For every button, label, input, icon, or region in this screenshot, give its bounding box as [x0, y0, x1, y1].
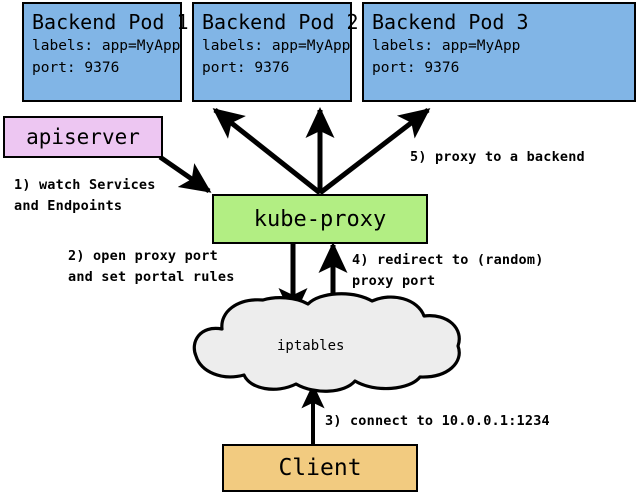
step-1-label: 1) watch Services and Endpoints — [14, 175, 156, 217]
step-4-line-2: proxy port — [352, 273, 436, 289]
step-2-label: 2) open proxy port and set portal rules — [68, 246, 235, 288]
pod-2-title: Backend Pod 2 — [202, 10, 359, 34]
apiserver-label: apiserver — [26, 125, 140, 149]
pod-3-labels: labels: app=MyApp — [372, 38, 521, 54]
pod-2-port: port: 9376 — [202, 60, 290, 76]
pod-1-labels: labels: app=MyApp — [32, 38, 181, 54]
step-3-label: 3) connect to 10.0.0.1:1234 — [325, 411, 550, 432]
iptables-label: iptables — [277, 338, 345, 354]
pod-1-title: Backend Pod 1 — [32, 10, 189, 34]
pod-2-labels: labels: app=MyApp — [202, 38, 351, 54]
step-2-line-1: 2) open proxy port — [68, 248, 218, 264]
backend-pod-3[interactable]: Backend Pod 3 labels: app=MyApp port: 93… — [362, 2, 636, 102]
step-5-line-1: 5) proxy to a backend — [410, 149, 585, 165]
pod-1-port: port: 9376 — [32, 60, 120, 76]
kube-proxy-node[interactable]: kube-proxy — [212, 194, 428, 244]
arrow-apiserver-to-kubeproxy — [158, 154, 212, 194]
step-5-label: 5) proxy to a backend — [410, 147, 585, 168]
backend-pod-2[interactable]: Backend Pod 2 labels: app=MyApp port: 93… — [192, 2, 359, 102]
kube-proxy-label: kube-proxy — [253, 206, 387, 232]
pod-3-port: port: 9376 — [372, 60, 460, 76]
step-1-line-2: and Endpoints — [14, 198, 123, 214]
client-node[interactable]: Client — [222, 444, 418, 492]
pod-3-title: Backend Pod 3 — [372, 10, 529, 34]
step-4-label: 4) redirect to (random) proxy port — [352, 250, 544, 292]
iptables-cloud — [192, 292, 461, 393]
arrow-kubeproxy-to-pod3 — [318, 108, 431, 195]
apiserver-node[interactable]: apiserver — [3, 116, 163, 158]
step-3-line-1: 3) connect to 10.0.0.1:1234 — [325, 413, 550, 429]
client-label: Client — [278, 455, 362, 481]
step-4-line-1: 4) redirect to (random) — [352, 252, 544, 268]
step-1-line-1: 1) watch Services — [14, 177, 156, 193]
step-2-line-2: and set portal rules — [68, 269, 235, 285]
backend-pod-1[interactable]: Backend Pod 1 labels: app=MyApp port: 93… — [22, 2, 189, 102]
arrow-kubeproxy-to-pod1 — [212, 108, 322, 195]
